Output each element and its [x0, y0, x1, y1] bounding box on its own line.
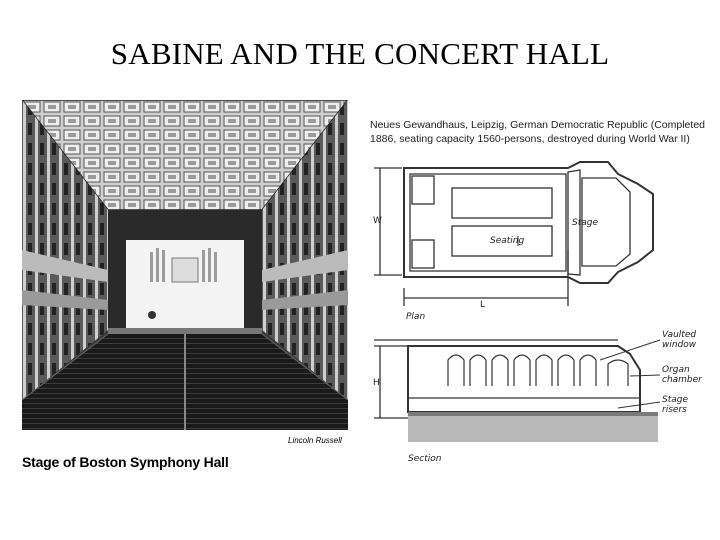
diagram-drawing	[374, 161, 661, 442]
stage-risers-label-line: risers	[662, 405, 687, 415]
organ-chamber-label: Organ chamber	[662, 365, 702, 385]
photo-credit: Lincoln Russell	[288, 436, 342, 445]
vaulted-window-label-line: Vaulted	[662, 330, 697, 340]
boston-symphony-hall-photo	[22, 100, 348, 430]
diagram-heading-line: 1886, seating capacity 1560-persons, des…	[370, 133, 690, 145]
organ-chamber-label-line: Organ	[662, 365, 690, 375]
diagram-heading-line: Neues Gewandhaus, Leipzig, German Democr…	[370, 119, 705, 131]
section-label: Section	[408, 454, 442, 464]
vaulted-window-label-line: window	[662, 340, 697, 350]
organ-chamber-label-line: chamber	[662, 375, 702, 385]
stage-risers-label-line: Stage	[662, 395, 689, 405]
seating-label: Seating	[490, 236, 525, 246]
slide-title: SABINE AND THE CONCERT HALL	[110, 36, 610, 71]
diagram-heading: Neues Gewandhaus, Leipzig, German Democr…	[370, 118, 715, 146]
plan-label: Plan	[406, 312, 426, 322]
gewandhaus-plan-section-diagram: W Seating Stage L Plan H Vaulted window …	[368, 150, 713, 470]
width-dimension-label: W	[373, 216, 382, 226]
length-dimension-label: L	[480, 300, 486, 310]
photo-caption: Stage of Boston Symphony Hall	[22, 454, 229, 470]
stage-risers-label: Stage risers	[662, 395, 688, 415]
height-dimension-label: H	[373, 378, 380, 388]
stage-label: Stage	[572, 218, 599, 228]
vaulted-window-label: Vaulted window	[662, 330, 696, 350]
